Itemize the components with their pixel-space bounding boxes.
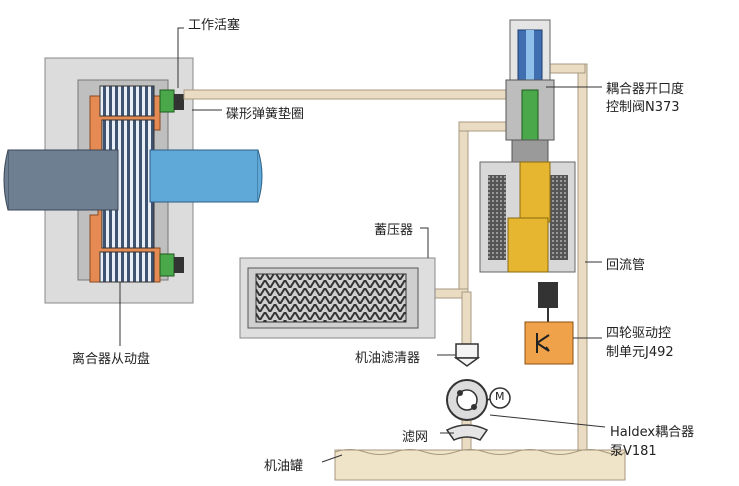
motor-link [486, 398, 491, 401]
leader-piston [177, 27, 184, 88]
strainer-mesh [445, 424, 489, 441]
ecu-box [524, 321, 574, 365]
label-clutch-disc: 离合器从动盘 [72, 352, 151, 367]
leader-pump [489, 414, 606, 428]
oil-filter [453, 343, 481, 367]
motor-label: M [495, 390, 505, 403]
label-return-pipe: 回流管 [606, 258, 646, 273]
label-pump-line2: 泵V181 [610, 444, 657, 459]
transistor-icon [536, 333, 550, 353]
accumulator-spring [255, 273, 407, 323]
label-accumulator: 蓄压器 [374, 223, 414, 238]
label-oil-filter: 机油滤清器 [355, 351, 421, 366]
leader-lines [119, 27, 606, 463]
solenoid-plunger [507, 217, 549, 273]
accumulator [239, 257, 436, 339]
strainer [445, 424, 489, 441]
label-ecu-line2: 制单元J492 [606, 345, 674, 360]
label-piston: 工作活塞 [188, 18, 241, 33]
solenoid-armature [519, 161, 551, 223]
valve-green-spool [521, 89, 539, 141]
pump-v181 [446, 379, 511, 421]
valve-neck [511, 139, 549, 163]
label-disc-spring: 碟形弹簧垫圈 [226, 107, 305, 122]
valve-connector [538, 282, 558, 308]
pump-vane [457, 390, 463, 396]
ecu-j492 [524, 321, 574, 365]
disc-spring-top [174, 94, 184, 110]
pipe-clutch-valve [183, 89, 523, 100]
pump-vane-2 [471, 404, 477, 410]
output-shaft [149, 149, 259, 203]
valve-spool-core [526, 30, 534, 80]
label-strainer: 滤网 [402, 430, 429, 445]
pipe-return-vertical [577, 63, 588, 457]
label-oil-tank: 机油罐 [264, 459, 304, 474]
solenoid-coil-right [550, 175, 568, 260]
lower-plate-pack [99, 251, 155, 283]
oil-tank-body [334, 449, 626, 481]
disc-spring-bottom [174, 257, 184, 273]
label-ecu-line1: 四轮驱动控 [606, 326, 672, 341]
pipe-pressure-vertical [458, 121, 469, 293]
upper-plate-pack [99, 85, 155, 117]
oil-tank [334, 449, 626, 481]
pipe-to-filter [461, 291, 472, 345]
control-valve-n373 [479, 19, 576, 322]
input-shaft [7, 149, 119, 211]
shaft-end [3, 149, 9, 211]
filter-top [455, 343, 479, 359]
work-piston-top [159, 89, 175, 113]
filter-funnel [453, 357, 481, 367]
oil-surface [334, 449, 626, 455]
work-piston-bottom [159, 253, 175, 277]
pipe-return-top [544, 63, 586, 74]
leader-accumulator [420, 227, 429, 258]
solenoid-coil-left [488, 175, 506, 260]
leader-tank [321, 454, 343, 463]
clutch-assembly [3, 57, 263, 304]
label-pump-line1: Haldex耦合器 [610, 425, 695, 440]
label-valve-line1: 耦合器开口度 [606, 82, 685, 97]
label-valve-line2: 控制阀N373 [606, 100, 680, 115]
motor-symbol [489, 387, 511, 409]
output-shaft-end [257, 149, 263, 203]
